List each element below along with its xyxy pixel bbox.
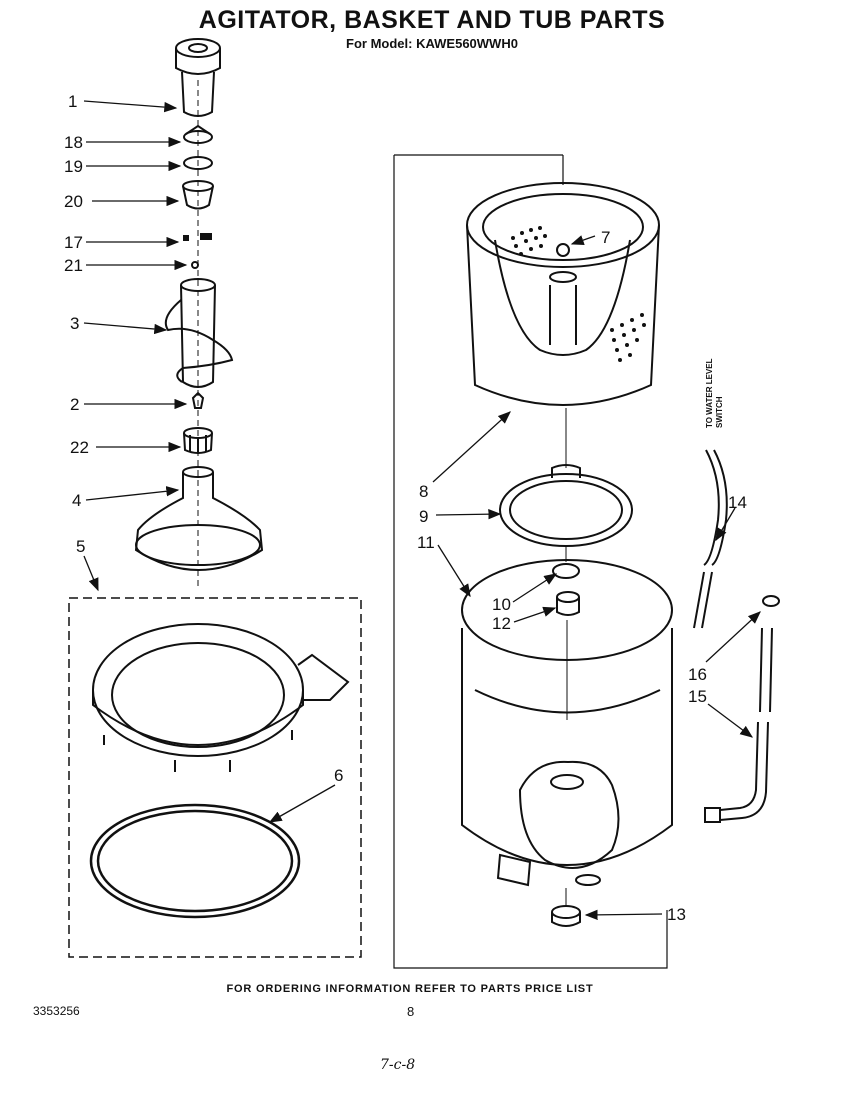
callout-1: 1 xyxy=(68,92,77,111)
callout-22: 22 xyxy=(70,438,89,457)
callout-9: 9 xyxy=(419,507,428,526)
callout-21: 21 xyxy=(64,256,83,275)
part-2-bolt xyxy=(191,391,205,409)
page-number: 8 xyxy=(407,1004,415,1019)
part-5-group-box xyxy=(68,597,362,958)
document-number: 3353256 xyxy=(33,1004,80,1018)
part-3-agitator-body xyxy=(164,278,234,388)
callout-10: 10 xyxy=(492,595,511,614)
callout-5: 5 xyxy=(76,537,85,556)
callout-15: 15 xyxy=(688,687,707,706)
callout-14: 14 xyxy=(728,493,747,512)
part-14-pressure-hose xyxy=(693,449,728,629)
part-10-seal xyxy=(552,563,580,579)
callout-16: 16 xyxy=(688,665,707,684)
part-11-outer-tub xyxy=(461,559,673,887)
callout-13: 13 xyxy=(667,905,686,924)
callout-6: 6 xyxy=(334,766,343,785)
side-note-line2: SWITCH xyxy=(715,396,724,428)
handwritten-note: 7-c-8 xyxy=(380,1057,416,1073)
leader-lines xyxy=(83,100,761,921)
part-13-drain-plug xyxy=(551,905,581,927)
side-note-line1: TO WATER LEVEL xyxy=(705,358,714,428)
callout-2: 2 xyxy=(70,395,79,414)
water-level-switch-note: TO WATER LEVEL SWITCH xyxy=(705,358,724,428)
part-15-drain-hose xyxy=(704,627,773,823)
basket-holes xyxy=(511,226,646,362)
part-6-gasket xyxy=(89,803,301,919)
part-9-drive-plate xyxy=(499,464,633,547)
part-17-dogs xyxy=(183,233,212,241)
part-12-nut xyxy=(556,591,580,616)
callout-20: 20 xyxy=(64,192,83,211)
callout-17: 17 xyxy=(64,233,83,252)
part-22-coupling xyxy=(183,427,213,454)
callout-18: 18 xyxy=(64,133,83,152)
part-4-agitator-base xyxy=(134,466,264,571)
ordering-info-footer: FOR ORDERING INFORMATION REFER TO PARTS … xyxy=(226,983,594,995)
part-18-cam xyxy=(183,124,213,144)
part-20-dog-housing xyxy=(182,180,214,210)
callout-4: 4 xyxy=(72,491,81,510)
page-title: AGITATOR, BASKET AND TUB PARTS xyxy=(198,6,666,34)
callout-8: 8 xyxy=(419,482,428,501)
tub-ring-part xyxy=(92,623,350,772)
callout-7: 7 xyxy=(601,228,610,247)
callout-19: 19 xyxy=(64,157,83,176)
agitator-cap-part xyxy=(175,38,221,117)
callout-12: 12 xyxy=(492,614,511,633)
part-21-spring xyxy=(191,261,199,269)
part-19-ring xyxy=(183,156,213,170)
callout-3: 3 xyxy=(70,314,79,333)
model-subtitle: For Model: KAWE560WWH0 xyxy=(346,36,518,51)
part-8-basket xyxy=(466,182,660,406)
callout-11: 11 xyxy=(417,533,435,552)
part-16-clamp xyxy=(762,595,780,607)
